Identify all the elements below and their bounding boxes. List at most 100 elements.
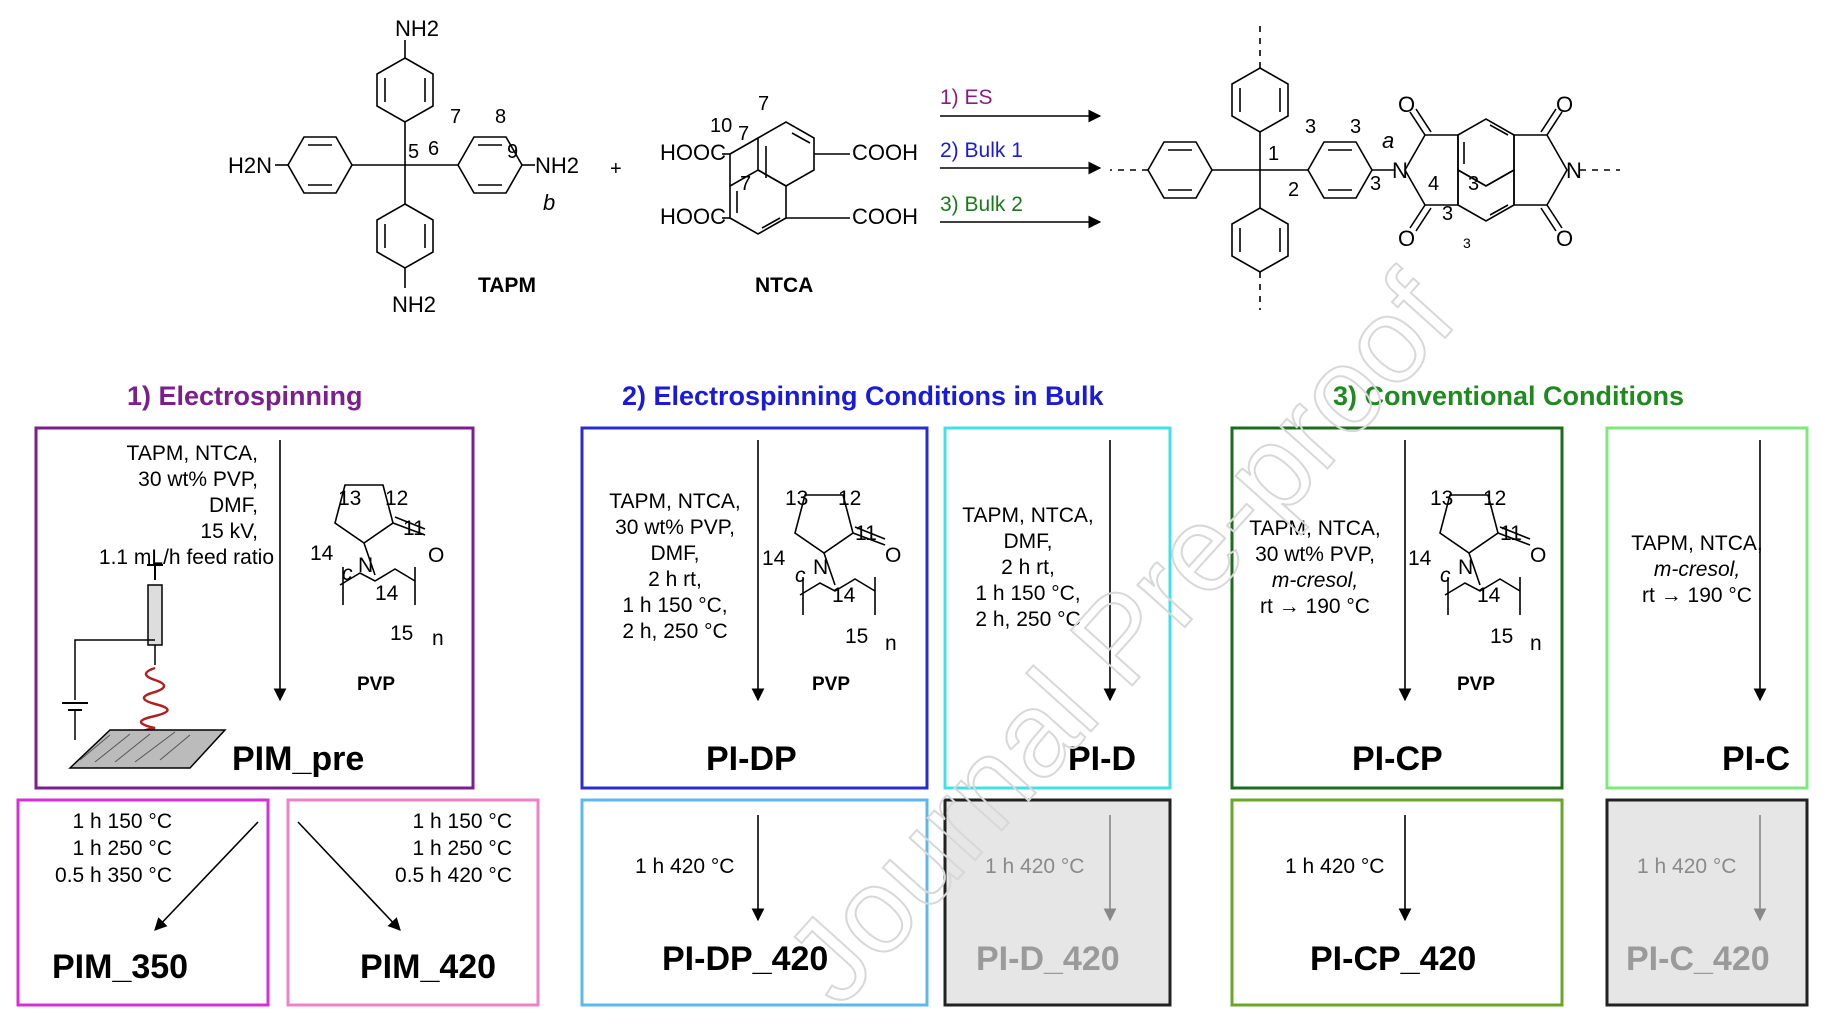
svg-text:1 h 150 °C: 1 h 150 °C xyxy=(413,810,512,833)
heading-bulk: 2) Electrospinning Conditions in Bulk xyxy=(622,381,1104,411)
panel-pim-350 xyxy=(16,798,270,1007)
svg-text:DMF,: DMF, xyxy=(1004,530,1053,553)
ntca-cooh-top: COOH xyxy=(852,140,918,165)
product-a-label: a xyxy=(1382,128,1394,153)
svg-text:14: 14 xyxy=(832,584,856,607)
panel-pim-420 xyxy=(286,798,540,1007)
tapm-nh2-right: NH2 xyxy=(535,153,579,178)
product-pim-350: PIM_350 xyxy=(52,948,188,986)
ntca-num7-a: 7 xyxy=(758,93,769,115)
pvp-structure-1 xyxy=(334,484,426,605)
svg-text:m-cresol,: m-cresol, xyxy=(1654,558,1740,581)
ntca-hooc-bottom: HOOC xyxy=(660,204,726,229)
svg-text:n: n xyxy=(885,632,897,655)
tapm-h2n-left: H2N xyxy=(228,153,272,178)
svg-text:2 h, 250 °C: 2 h, 250 °C xyxy=(622,620,727,643)
product-pi-c-420: PI-C_420 xyxy=(1626,940,1770,978)
product-pi-d: PI-D xyxy=(1068,740,1136,778)
svg-text:N: N xyxy=(1458,556,1473,579)
product-num1: 1 xyxy=(1268,143,1279,165)
svg-text:15: 15 xyxy=(1490,625,1513,648)
tapm-num9: 9 xyxy=(507,141,518,163)
pi-c-conditions: TAPM, NTCA, m-cresol, rt → 190 °C xyxy=(1631,532,1762,607)
panel-pi-cp xyxy=(1230,426,1564,790)
product-pi-dp-420: PI-DP_420 xyxy=(662,940,828,978)
svg-text:15: 15 xyxy=(845,625,868,648)
svg-text:1 h 150 °C,: 1 h 150 °C, xyxy=(975,582,1080,605)
product-pim-420: PIM_420 xyxy=(360,948,496,986)
heading-electrospinning: 1) Electrospinning xyxy=(127,381,363,411)
product-n-left: N xyxy=(1392,158,1408,183)
svg-text:PVP: PVP xyxy=(357,674,395,695)
product-pi-cp-420: PI-CP_420 xyxy=(1310,940,1476,978)
product-num3e: 3 xyxy=(1442,203,1453,225)
svg-text:n: n xyxy=(1530,632,1542,655)
panel-pi-cp-420 xyxy=(1230,798,1564,1007)
svg-text:TAPM, NTCA,: TAPM, NTCA, xyxy=(609,490,740,513)
ntca-name: NTCA xyxy=(755,274,813,297)
product-num4: 4 xyxy=(1428,173,1439,195)
panel-pim-pre xyxy=(34,426,475,790)
pi-dp-conditions: TAPM, NTCA, 30 wt% PVP, DMF, 2 h rt, 1 h… xyxy=(609,490,740,643)
svg-text:14: 14 xyxy=(1408,547,1432,570)
svg-text:14: 14 xyxy=(762,547,786,570)
svg-text:TAPM, NTCA,: TAPM, NTCA, xyxy=(1249,517,1380,540)
svg-text:1.1 mL/h feed ratio: 1.1 mL/h feed ratio xyxy=(99,546,274,569)
svg-text:m-cresol,: m-cresol, xyxy=(1272,569,1358,592)
route-label-bulk1: 2) Bulk 1 xyxy=(940,139,1023,162)
pim350-arrow xyxy=(154,821,259,931)
product-o-3: O xyxy=(1556,92,1573,117)
svg-text:11: 11 xyxy=(403,517,425,540)
pi-cp-420-condition: 1 h 420 °C xyxy=(1285,855,1384,878)
product-num3b: 3 xyxy=(1350,116,1361,138)
product-num2: 2 xyxy=(1288,179,1299,201)
pim420-conditions: 1 h 150 °C 1 h 250 °C 0.5 h 420 °C xyxy=(395,810,512,887)
svg-text:1 h 150 °C,: 1 h 150 °C, xyxy=(622,594,727,617)
svg-text:PVP: PVP xyxy=(812,674,850,695)
pim420-arrow xyxy=(297,821,401,931)
svg-text:0.5 h 350 °C: 0.5 h 350 °C xyxy=(55,864,172,887)
tapm-num8: 8 xyxy=(495,106,506,128)
route-arrows xyxy=(940,109,1102,229)
route-label-bulk2: 3) Bulk 2 xyxy=(940,193,1023,216)
svg-text:c: c xyxy=(342,562,353,585)
pi-d-420-condition: 1 h 420 °C xyxy=(985,855,1084,878)
product-pi-dp: PI-DP xyxy=(706,740,797,778)
svg-text:TAPM, NTCA,: TAPM, NTCA, xyxy=(962,504,1093,527)
tapm-num5: 5 xyxy=(408,141,419,163)
svg-text:TAPM, NTCA,: TAPM, NTCA, xyxy=(127,442,258,465)
svg-text:14: 14 xyxy=(310,542,334,565)
svg-text:O: O xyxy=(428,544,444,567)
ntca-hooc-top: HOOC xyxy=(660,140,726,165)
svg-text:1 h 150 °C: 1 h 150 °C xyxy=(73,810,172,833)
product-pi-c: PI-C xyxy=(1722,740,1790,778)
svg-text:11: 11 xyxy=(1500,522,1522,545)
tapm-nh2-top: NH2 xyxy=(395,16,439,41)
product-num3a: 3 xyxy=(1305,116,1316,138)
ntca-num7-b: 7 xyxy=(738,123,749,145)
tapm-nh2-bottom: NH2 xyxy=(392,292,436,317)
pvp-labels-1: 13 12 11 O 14 c N 14 15 n PVP xyxy=(310,487,444,695)
product-pi-cp: PI-CP xyxy=(1352,740,1443,778)
svg-text:30 wt% PVP,: 30 wt% PVP, xyxy=(615,516,735,539)
tapm-structure xyxy=(275,40,535,288)
product-num3f: 3 xyxy=(1463,235,1471,251)
route-label-es: 1) ES xyxy=(940,86,993,109)
panel-pi-dp-420 xyxy=(580,798,929,1007)
svg-text:14: 14 xyxy=(1477,584,1501,607)
pi-c-420-condition: 1 h 420 °C xyxy=(1637,855,1736,878)
svg-text:2 h rt,: 2 h rt, xyxy=(648,568,702,591)
ntca-num10: 10 xyxy=(710,115,732,137)
pvp-structure-3 xyxy=(1439,494,1531,615)
svg-text:2 h rt,: 2 h rt, xyxy=(1001,556,1055,579)
product-num3d: 3 xyxy=(1468,173,1479,195)
svg-text:rt → 190 °C: rt → 190 °C xyxy=(1642,584,1752,607)
panel-pi-d xyxy=(943,426,1172,790)
svg-text:13: 13 xyxy=(338,487,361,510)
svg-text:c: c xyxy=(795,564,806,587)
pi-dp-420-condition: 1 h 420 °C xyxy=(635,855,734,878)
panel-pi-dp xyxy=(580,426,929,790)
pvp-labels-3: 13 12 11 O 14 c N 14 15 n PVP xyxy=(1408,487,1546,695)
pim350-conditions: 1 h 150 °C 1 h 250 °C 0.5 h 350 °C xyxy=(55,810,172,887)
